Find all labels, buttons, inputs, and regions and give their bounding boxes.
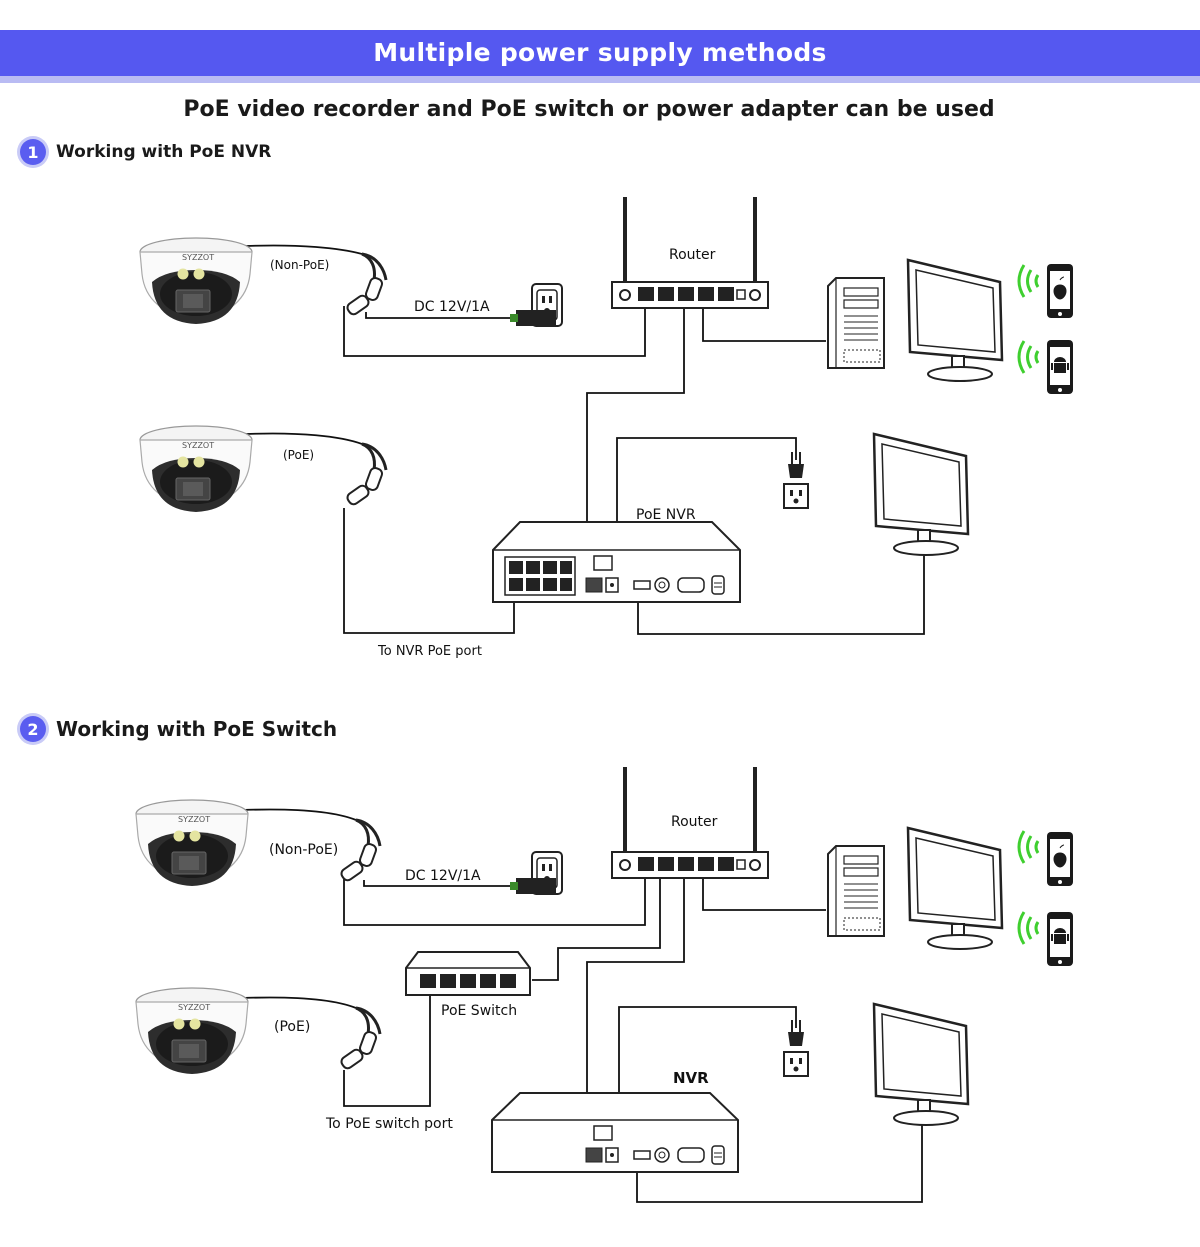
cable-splitter-1 <box>344 252 388 318</box>
power-plug-icon <box>783 451 809 509</box>
nvr-icon <box>491 1092 739 1173</box>
power-adapter-1 <box>510 283 563 327</box>
power-adapter-2 <box>510 851 563 895</box>
poe-switch-icon <box>405 951 531 996</box>
android-logo-icon <box>1051 357 1069 373</box>
wifi-signal-icon <box>1017 339 1040 375</box>
label-poe-nvr: PoE NVR <box>636 507 696 523</box>
monitor-icon <box>906 258 1004 383</box>
label-dc-power: DC 12V/1A <box>414 299 490 315</box>
page-title: Multiple power supply methods <box>373 38 827 67</box>
power-adapter-tip <box>510 882 518 890</box>
desktop-tower-icon <box>827 277 885 369</box>
power-adapter-tip <box>510 314 518 322</box>
wifi-signal-icon <box>1017 263 1040 299</box>
section-1-diagram: (Non-PoE) DC 12V/1A Router (PoE) PoE NVR… <box>139 195 1073 659</box>
section-1-badge: 1 <box>20 139 46 165</box>
label-nvr: NVR <box>673 1069 709 1087</box>
label-to-switch-port: To PoE switch port <box>325 1116 453 1132</box>
monitor-icon <box>872 1002 970 1127</box>
page-subtitle: PoE video recorder and PoE switch or pow… <box>183 97 995 122</box>
label-non-poe: (Non-PoE) <box>269 842 338 858</box>
section-2-title: Working with PoE Switch <box>56 717 338 741</box>
poe-nvr-icon <box>492 521 741 603</box>
camera-2-poe <box>139 425 253 513</box>
power-adapter-body <box>516 310 556 326</box>
label-non-poe: (Non-PoE) <box>270 258 329 272</box>
section-2-diagram: (Non-PoE) DC 12V/1A Router PoE Switch (P… <box>135 765 1073 1203</box>
section-2-badge: 2 <box>20 716 46 742</box>
camera-3-non-poe <box>135 799 249 887</box>
monitor-icon <box>906 826 1004 951</box>
cable-splitter-4 <box>338 1006 382 1072</box>
cable-splitter-2 <box>344 442 388 508</box>
label-to-nvr-port: To NVR PoE port <box>377 644 482 659</box>
label-poe-switch: PoE Switch <box>441 1003 517 1019</box>
monitor-icon <box>872 432 970 557</box>
section-1-heading: 1 Working with PoE NVR <box>20 139 271 165</box>
label-dc-power: DC 12V/1A <box>405 868 481 884</box>
label-poe: (PoE) <box>283 448 314 462</box>
wifi-signal-icon <box>1017 829 1040 865</box>
apple-logo-icon <box>1053 276 1067 300</box>
section-2-heading: 2 Working with PoE Switch <box>20 716 337 742</box>
wifi-signal-icon <box>1017 910 1040 946</box>
power-plug-icon <box>783 1019 809 1077</box>
camera-1-non-poe <box>139 237 253 325</box>
android-logo-icon <box>1051 928 1069 944</box>
label-router: Router <box>669 247 716 263</box>
section-1-title: Working with PoE NVR <box>56 142 272 162</box>
cable-splitter-3 <box>338 818 382 884</box>
label-poe: (PoE) <box>274 1019 310 1035</box>
power-adapter-body <box>516 878 556 894</box>
camera-4-poe <box>135 987 249 1075</box>
apple-logo-icon <box>1053 844 1067 868</box>
header-banner <box>0 30 1200 76</box>
desktop-tower-icon <box>827 845 885 937</box>
header-banner-strip <box>0 76 1200 83</box>
label-router: Router <box>671 814 718 830</box>
